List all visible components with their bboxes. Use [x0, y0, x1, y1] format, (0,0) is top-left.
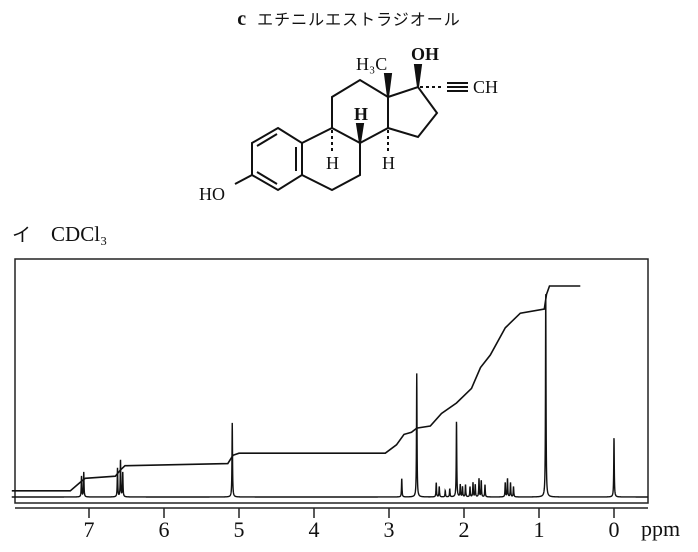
double-bond — [256, 171, 278, 185]
x-tick-label: 7 — [84, 517, 95, 542]
plot-frame — [14, 258, 649, 504]
h8-label: H — [354, 104, 368, 124]
structure-ethinylestradiol: H₃C OH CH HO H H H — [199, 44, 498, 204]
nmr-chart: 7 6 5 4 3 2 1 0 ppm — [11, 258, 680, 542]
ho-bond — [234, 174, 253, 185]
ch-label: CH — [473, 77, 498, 97]
spectrum-marker: イ — [12, 224, 32, 246]
solvent-label: CDCl₃ — [51, 222, 108, 246]
spectrum-label: イ CDCl₃ — [12, 220, 107, 247]
h3c-label: H₃C — [356, 54, 387, 74]
methyl-wedge — [383, 73, 393, 98]
x-axis-label: ppm — [641, 516, 680, 541]
ring-a — [251, 126, 303, 192]
x-tick-label: 3 — [384, 517, 395, 542]
compound-letter: c — [237, 8, 248, 30]
ring-c — [331, 78, 389, 144]
ring-d — [387, 85, 439, 139]
x-tick-label: 5 — [234, 517, 245, 542]
ho-label: HO — [199, 184, 225, 204]
x-tick-label: 4 — [309, 517, 320, 542]
h8-wedge — [355, 123, 365, 144]
h9-label: H — [326, 153, 339, 173]
oh-wedge — [413, 64, 423, 88]
oh-label: OH — [411, 44, 439, 64]
h14-label: H — [382, 153, 395, 173]
integral-curve — [11, 285, 581, 492]
x-tick-label: 2 — [459, 517, 470, 542]
compound-title: c エチニルエストラジオール — [0, 6, 698, 31]
x-tick-label: 6 — [159, 517, 170, 542]
x-tick-label: 0 — [609, 517, 620, 542]
x-ticks: 7 6 5 4 3 2 1 0 — [84, 508, 620, 542]
double-bond — [256, 133, 278, 147]
spectrum-trace — [11, 294, 648, 498]
x-tick-label: 1 — [534, 517, 545, 542]
ring-b — [301, 126, 361, 192]
compound-name: エチニルエストラジオール — [257, 10, 461, 29]
